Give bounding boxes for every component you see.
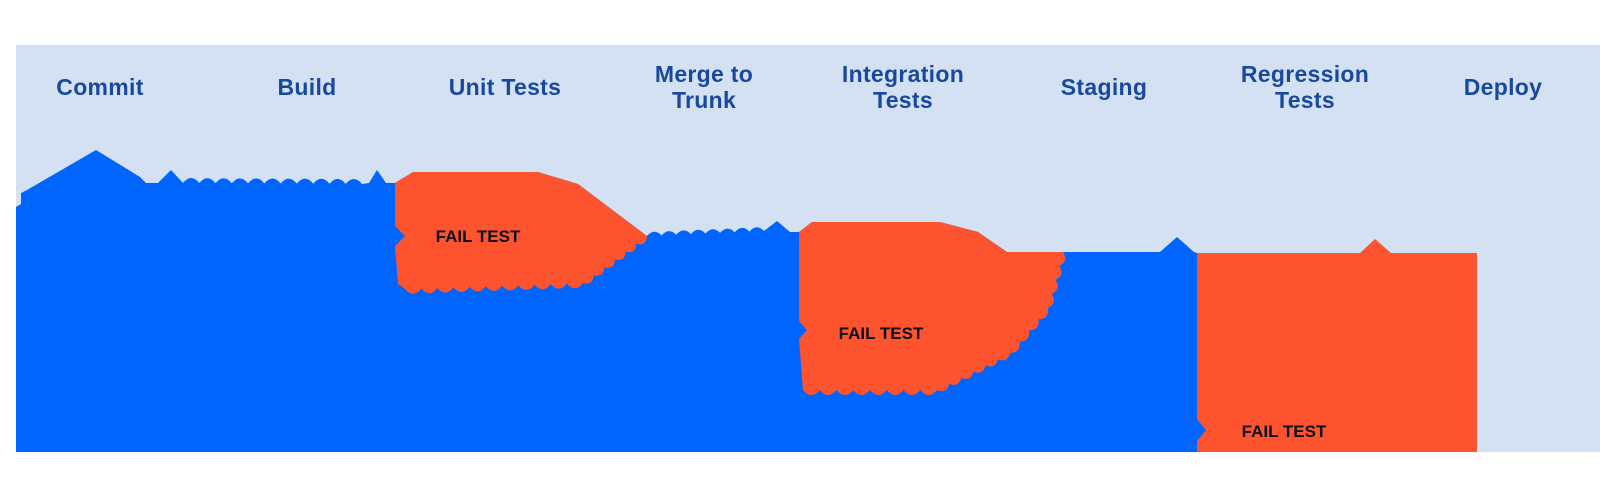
fail-region-regression-tests	[1185, 239, 1477, 452]
fail-region-integration-tests	[799, 222, 1066, 395]
fail-region-unit-tests	[395, 172, 647, 294]
stage-label-regression-tests: Regression Tests	[1240, 61, 1370, 113]
stage-label-commit: Commit	[56, 74, 144, 100]
fail-test-label-unit: FAIL TEST	[435, 227, 521, 246]
stage-label-merge-to-trunk: Merge to Trunk	[654, 61, 754, 113]
stage-label-integration-tests: Integration Tests	[841, 61, 965, 113]
stage-label-unit-tests: Unit Tests	[448, 74, 562, 100]
stage-label-deploy: Deploy	[1463, 74, 1543, 100]
stage-label-staging: Staging	[1060, 74, 1148, 100]
fail-test-label-regression: FAIL TEST	[1241, 422, 1327, 441]
stage-label-build: Build	[277, 74, 337, 100]
fail-test-label-integration: FAIL TEST	[838, 324, 924, 343]
